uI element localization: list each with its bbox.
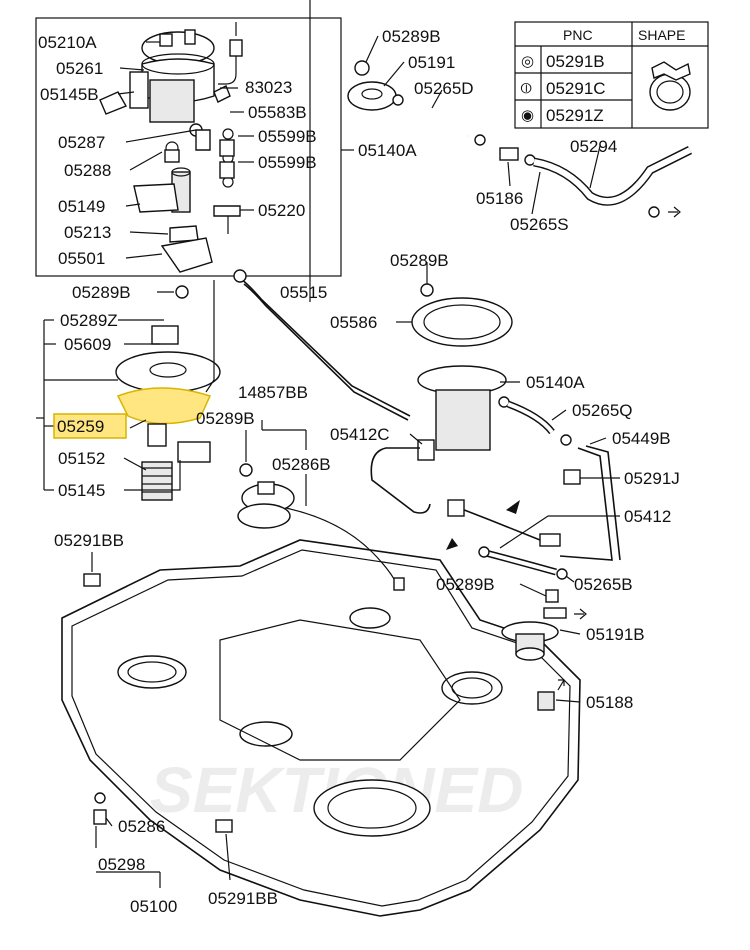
pump-module-2-drawing xyxy=(411,283,572,461)
shape-table-pnc: 05291Z xyxy=(546,106,604,125)
fuel-lines-drawing xyxy=(233,269,621,580)
part-label: 05149 xyxy=(58,197,105,216)
part-label: 05265B xyxy=(574,575,633,594)
part-label: 05412 xyxy=(624,507,671,526)
part-label: 05289B xyxy=(196,409,255,428)
shape-table-pnc: 05291C xyxy=(546,79,606,98)
part-label: 05288 xyxy=(64,161,111,180)
part-label: 05145 xyxy=(58,481,105,500)
part-label: 05599B xyxy=(258,127,317,146)
shape-table-pnc: 05291B xyxy=(546,52,605,71)
part-labels: 05210A 05261 05145B 83023 05583B 05287 0… xyxy=(38,27,680,916)
part-label: 05515 xyxy=(280,283,327,302)
part-label: 05289Z xyxy=(60,311,118,330)
part-label: 05191 xyxy=(408,53,455,72)
part-label: 05501 xyxy=(58,249,105,268)
shape-table-shape-header: SHAPE xyxy=(638,27,685,43)
inset-frame xyxy=(35,17,342,277)
part-label: 05586 xyxy=(330,313,377,332)
part-label: 05291BB xyxy=(208,889,278,908)
part-label: 05291BB xyxy=(54,531,124,550)
hose-clamp-shape-icon xyxy=(649,61,691,111)
service-cover-drawing xyxy=(237,463,405,591)
shape-table-symbol: ◉ xyxy=(521,107,534,124)
part-label: 05599B xyxy=(258,153,317,172)
shape-table-symbol: ⦶ xyxy=(521,80,532,97)
part-label: 05289B xyxy=(72,283,131,302)
part-label: 05191B xyxy=(586,625,645,644)
part-label: 05265S xyxy=(510,215,569,234)
highlighted-part-label-bg xyxy=(53,413,127,439)
shape-table-pnc-header: PNC xyxy=(563,27,593,43)
part-label: 05286B xyxy=(272,455,331,474)
part-label: 05289B xyxy=(436,575,495,594)
part-label: 05145B xyxy=(40,85,99,104)
part-label: 05583B xyxy=(248,103,307,122)
part-label: 05265Q xyxy=(572,401,633,420)
part-label: 05449B xyxy=(612,429,671,448)
part-label: 05298 xyxy=(98,855,145,874)
highlighted-part-label: 05259 xyxy=(57,417,104,436)
part-label: 05289B xyxy=(382,27,441,46)
part-label: 05291J xyxy=(624,469,680,488)
part-label: 05213 xyxy=(64,223,111,242)
part-label: 05261 xyxy=(56,59,103,78)
part-label: 05289B xyxy=(390,251,449,270)
part-label: 05220 xyxy=(258,201,305,220)
part-label: 83023 xyxy=(245,78,292,97)
part-label: 05287 xyxy=(58,133,105,152)
fuel-tank-drawing xyxy=(61,539,587,917)
part-label: 05265D xyxy=(414,79,474,98)
part-label: 05186 xyxy=(476,189,523,208)
part-label: 05188 xyxy=(586,693,633,712)
part-label: 05609 xyxy=(64,335,111,354)
shape-table-symbol: ◎ xyxy=(521,53,534,70)
part-label: 05412C xyxy=(330,425,390,444)
part-label: 05152 xyxy=(58,449,105,468)
part-label: 05140A xyxy=(526,373,585,392)
shape-table: PNC SHAPE ◎ 05291B ⦶ 05291C ◉ 05291Z xyxy=(514,21,709,129)
leader-lines xyxy=(36,0,620,888)
part-label: 05140A xyxy=(358,141,417,160)
part-label: 05100 xyxy=(130,897,177,916)
part-label: 05210A xyxy=(38,33,97,52)
fuel-sender-drawing xyxy=(115,285,221,501)
part-label: 05294 xyxy=(570,137,617,156)
part-label: 05286 xyxy=(118,817,165,836)
part-label: 14857BB xyxy=(238,383,308,402)
pump-module-drawing xyxy=(99,22,243,273)
filler-vent-drawing xyxy=(347,60,693,218)
